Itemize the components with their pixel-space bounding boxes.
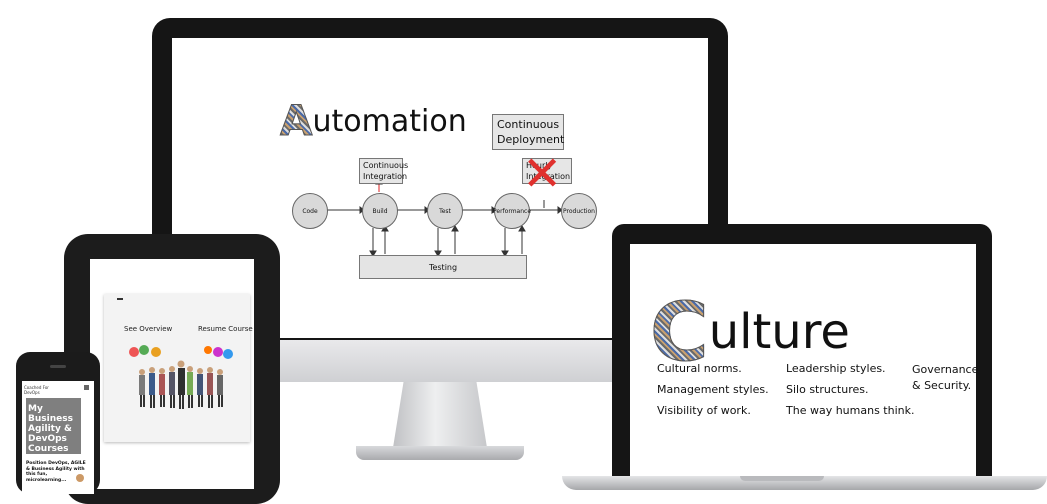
course-card-title: My Business Agility & DevOps Courses	[28, 404, 73, 454]
culture-item: Leadership styles.	[786, 362, 886, 375]
course-description: Position DevOps, AGILE & Business Agilit…	[26, 461, 86, 483]
laptop-notch	[740, 476, 824, 481]
continuous-integration-box: Continuous Integration	[359, 158, 409, 184]
culture-item: Cultural norms.	[657, 362, 742, 375]
tablet-course-panel	[104, 294, 250, 442]
people-crowd-image	[129, 345, 233, 409]
culture-item: Governance & Security.	[912, 363, 979, 392]
red-x-icon: ✕	[522, 146, 563, 202]
hi-line-2: Integration	[526, 172, 571, 181]
menu-icon[interactable]	[117, 298, 123, 300]
automation-title-rest: utomation	[312, 104, 467, 139]
culture-title-rest: ulture	[708, 304, 850, 360]
testing-box: Testing	[359, 255, 527, 279]
node-performance: Performance	[493, 193, 531, 229]
phone-speaker	[50, 365, 66, 368]
automation-first-letter: A	[280, 96, 314, 146]
node-code: Code	[292, 193, 328, 229]
node-production: Production	[561, 193, 597, 229]
ci-line-2: Integration	[363, 172, 408, 181]
ci-line-1: Continuous	[363, 161, 409, 170]
continuous-deployment-box: Continuous Deployment	[492, 114, 564, 150]
imac-foot	[356, 446, 524, 460]
course-card[interactable]	[26, 398, 81, 454]
cd-line-1: Continuous	[497, 118, 560, 131]
hi-line-1: Hourly	[526, 161, 553, 170]
laptop-base	[562, 476, 1047, 490]
culture-item: Management styles.	[657, 383, 769, 396]
avatar	[76, 474, 84, 482]
culture-item: The way humans think.	[786, 404, 915, 417]
node-build: Build	[362, 193, 398, 229]
phone-header: Coached For DevOps	[24, 385, 49, 395]
culture-title: Culture	[650, 286, 850, 380]
node-test: Test	[427, 193, 463, 229]
culture-first-letter: C	[650, 286, 710, 380]
automation-title: Automation	[280, 96, 467, 146]
phone-menu-icon[interactable]	[84, 385, 89, 390]
crossed-integration-box: Hourly Integration	[522, 158, 572, 184]
resume-course-link[interactable]: Resume Course	[198, 325, 253, 333]
culture-item: Visibility of work.	[657, 404, 751, 417]
see-overview-link[interactable]: See Overview	[124, 325, 173, 333]
culture-item: Silo structures.	[786, 383, 869, 396]
laptop-screen	[630, 244, 976, 476]
cd-line-2: Deployment	[497, 133, 565, 146]
imac-stand	[392, 382, 488, 454]
